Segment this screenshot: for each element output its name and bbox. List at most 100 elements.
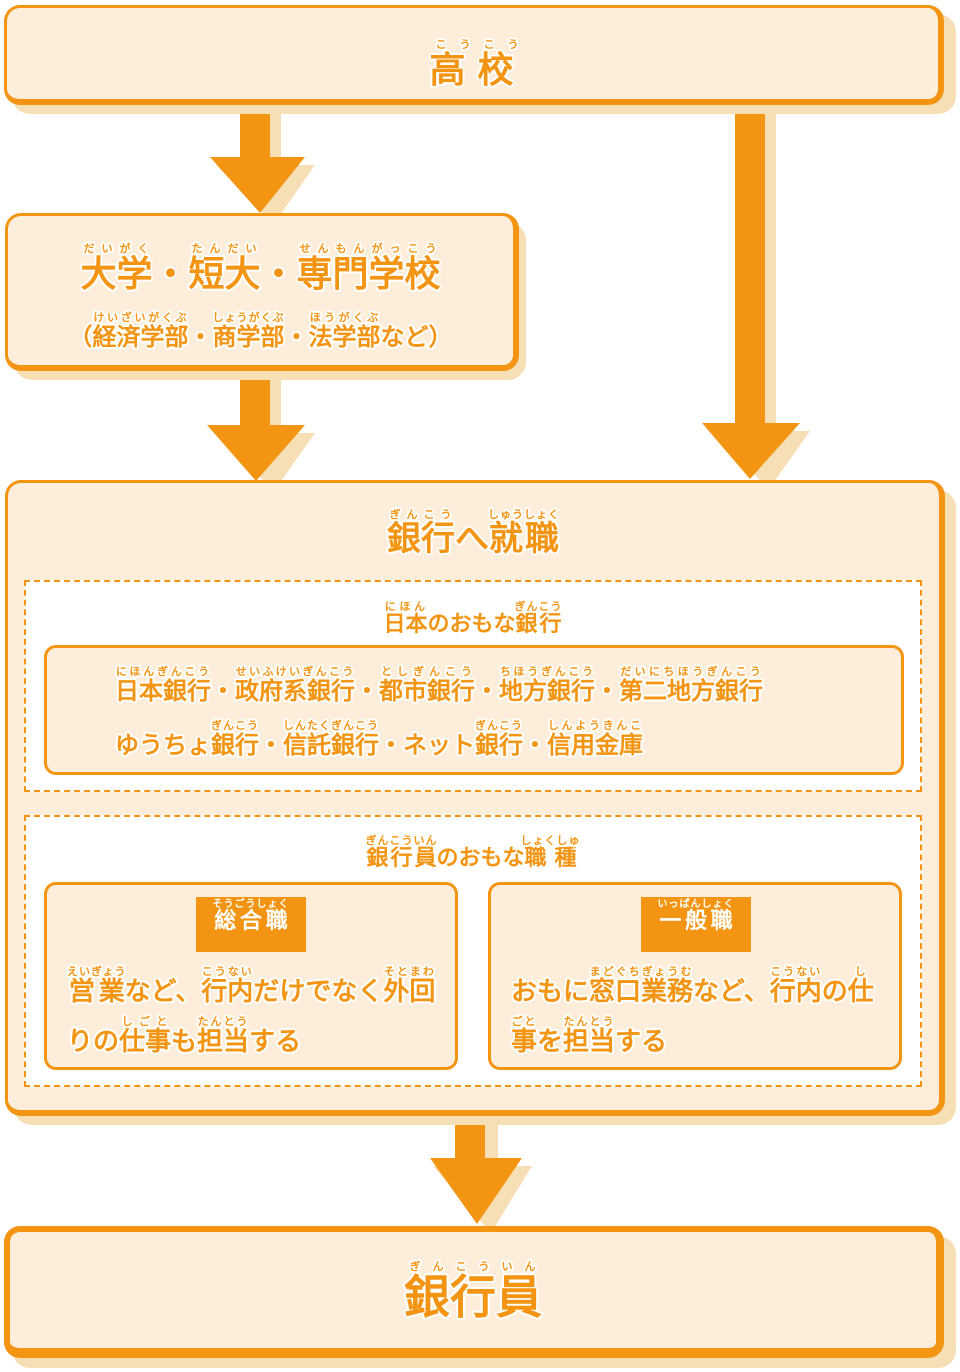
banks-list-line-2: ゆうちょ銀行ぎんこう・信託銀行しんたくぎんこう・ネット銀行ぎんこう・信用金庫しん…: [47, 719, 901, 757]
text-segment: 行内こうない: [769, 965, 822, 1007]
text-segment: 担当たんとう: [563, 1015, 616, 1057]
text-segment: 就職しゅうしょく: [488, 508, 560, 559]
employee-box: 銀行員ぎんこういん: [4, 1226, 944, 1358]
text-segment: へ: [455, 519, 489, 559]
furigana: ぎんこう: [211, 719, 259, 732]
arrow-highschool-to-bank: [700, 95, 810, 489]
furigana: ごと: [511, 1015, 538, 1028]
employment-title: 銀行ぎんこうへ就職しゅうしょく: [8, 508, 939, 556]
text-segment: 総合職そうごうしょく: [212, 899, 290, 934]
career-track-line-1: 営業えいぎょうなど、行内こうないだけでなく外回そとまわ: [67, 965, 435, 1005]
furigana: たんとう: [197, 1015, 250, 1028]
arrow-highschool-to-university: [205, 95, 315, 224]
furigana: しょうがくぶ: [212, 311, 285, 324]
furigana: ほうがくぶ: [308, 311, 381, 324]
banks-list-line-1: 日本銀行にほんぎんこう・政府系銀行せいふけいぎんこう・都市銀行としぎんこう・地方…: [47, 665, 901, 703]
text-segment: （: [68, 323, 93, 351]
furigana: しんたくぎんこう: [283, 719, 379, 732]
arrow-university-to-bank: [205, 365, 315, 491]
text-segment: おもに: [511, 977, 590, 1007]
text-segment: 専門学校せんもんがっこう: [296, 242, 441, 295]
furigana: しゅうしょく: [488, 508, 560, 521]
furigana: えいぎょう: [67, 965, 127, 978]
text-segment: ・: [355, 677, 379, 705]
career-track-badge: 総合職そうごうしょく: [196, 897, 306, 952]
text-segment: 経済学部けいざいがくぶ: [92, 311, 189, 351]
furigana: こうない: [201, 965, 254, 978]
furigana: ぎんこういん: [404, 1260, 542, 1273]
text-segment: も: [171, 1027, 198, 1057]
text-segment: ゆうちょ: [115, 731, 211, 759]
text-segment: など）: [380, 323, 453, 351]
banks-list-box: 日本銀行にほんぎんこう・政府系銀行せいふけいぎんこう・都市銀行としぎんこう・地方…: [44, 645, 904, 775]
general-track-line-2: 事ごとを担当たんとうする: [511, 1015, 667, 1055]
text-segment: 信用金庫しんようきんこ: [547, 719, 643, 759]
text-segment: 短大たんだい: [188, 242, 261, 295]
text-segment: の: [821, 977, 848, 1007]
university-box: 大学だいがく・短大たんだい・専門学校せんもんがっこう （経済学部けいざいがくぶ・…: [5, 213, 519, 371]
furigana: たんとう: [563, 1015, 616, 1028]
furigana: し: [847, 965, 874, 978]
text-segment: ・: [523, 731, 547, 759]
text-segment: だけでなく: [253, 977, 384, 1007]
text-segment: 銀行ぎんこう: [475, 719, 523, 759]
text-segment: 事ごと: [511, 1015, 538, 1057]
furigana: としぎんこう: [379, 665, 475, 678]
text-segment: 第二地方銀行だいにちほうぎんこう: [619, 665, 763, 705]
furigana: せいふけいぎんこう: [235, 665, 355, 678]
text-segment: 行内こうない: [201, 965, 254, 1007]
banks-section-title: 日本にほんのおもな銀行ぎんこう: [26, 600, 920, 636]
furigana: にほん: [383, 600, 428, 613]
text-segment: 法学部ほうがくぶ: [308, 311, 381, 351]
furigana: ぎんこういん: [365, 834, 438, 847]
text-segment: など、: [124, 977, 202, 1007]
text-segment: のおもな: [427, 612, 516, 637]
text-segment: を: [537, 1027, 564, 1057]
text-segment: ・: [595, 677, 619, 705]
text-segment: 銀行ぎんこう: [387, 508, 455, 559]
furigana: そとまわ: [383, 965, 436, 978]
jobs-section-title: 銀行員ぎんこういんのおもな職種しょくしゅ: [26, 834, 920, 870]
text-segment: 都市銀行としぎんこう: [379, 665, 475, 705]
text-segment: 担当たんとう: [197, 1015, 250, 1057]
text-segment: 窓口業務まどぐちぎょうむ: [589, 965, 694, 1007]
text-segment: りの: [67, 1027, 120, 1057]
furigana: ぎんこう: [475, 719, 523, 732]
furigana: だいがく: [80, 242, 153, 255]
text-segment: する: [249, 1027, 302, 1057]
highschool-label: 高こう校こう: [7, 38, 938, 89]
text-segment: ・: [259, 731, 283, 759]
text-segment: ・: [284, 323, 309, 351]
furigana: しごと: [119, 1015, 172, 1028]
text-segment: 地方銀行ちほうぎんこう: [499, 665, 595, 705]
text-segment: 仕し: [847, 965, 874, 1007]
furigana: たんだい: [188, 242, 261, 255]
text-segment: 銀行員ぎんこういん: [404, 1260, 542, 1324]
furigana: こう: [477, 38, 526, 51]
text-segment: ネット: [403, 731, 475, 759]
general-track-line-1: おもに窓口業務まどぐちぎょうむなど、行内こうないの仕し: [511, 965, 874, 1005]
career-track-line-2: りの仕事しごとも担当たんとうする: [67, 1015, 301, 1055]
text-segment: 銀行員ぎんこういん: [365, 834, 438, 871]
furigana: ぎんこう: [514, 600, 563, 613]
furigana: けいざいがくぶ: [92, 311, 189, 324]
furigana: ちほうぎんこう: [499, 665, 595, 678]
text-segment: 政府系銀行せいふけいぎんこう: [235, 665, 355, 705]
university-label: 大学だいがく・短大たんだい・専門学校せんもんがっこう: [8, 242, 513, 293]
text-segment: 校こう: [477, 38, 526, 91]
text-segment: ・: [152, 254, 189, 295]
furigana: ぎんこう: [387, 508, 455, 521]
text-segment: 職種しょくしゅ: [520, 834, 581, 871]
furigana: こうない: [769, 965, 822, 978]
furigana: しょくしゅ: [520, 834, 581, 847]
arrow-bank-to-employee: [422, 1110, 532, 1235]
faculty-label: （経済学部けいざいがくぶ・商学部しょうがくぶ・法学部ほうがくぶなど）: [8, 311, 513, 349]
text-segment: ・: [188, 323, 213, 351]
furigana: しんようきんこ: [547, 719, 643, 732]
text-segment: ・: [379, 731, 403, 759]
highschool-box: 高こう校こう: [4, 5, 944, 105]
furigana: まどぐちぎょうむ: [589, 965, 694, 978]
furigana: だいにちほうぎんこう: [619, 665, 763, 678]
text-segment: など、: [693, 977, 770, 1007]
text-segment: 銀行ぎんこう: [211, 719, 259, 759]
